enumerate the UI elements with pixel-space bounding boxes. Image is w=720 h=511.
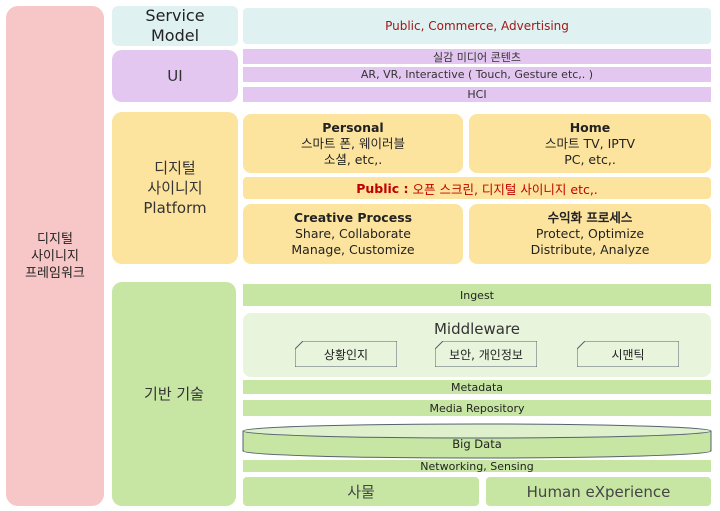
personal-line-1: 스마트 폰, 웨이러블 [301,135,405,151]
monetization-line-1: Protect, Optimize [535,226,645,241]
ui-row-media: 실감 미디어 콘텐츠 [243,49,711,64]
media-repository-text: Media Repository [429,401,525,415]
public-key: Public : [356,180,409,196]
big-data-text: Big Data [452,436,502,451]
base-tech-title: 기반 기술 [112,282,236,506]
personal-heading: Personal [322,119,384,135]
base-tech-title-text: 기반 기술 [144,385,204,403]
middleware-tab-shape-semantic [577,341,679,367]
home-box: Home 스마트 TV, IPTV PC, etc,. [469,114,711,173]
platform-title: 디지털 사이니지 Platform [112,112,238,264]
monetization-process-box: 수익화 프로세스 Protect, Optimize Distribute, A… [469,204,711,264]
framework-label: 디지털 사이니지 프레임워크 [6,6,104,506]
media-repository-row: Media Repository [243,400,711,416]
metadata-text: Metadata [450,380,504,394]
creative-process-box: Creative Process Share, Collaborate Mana… [243,204,463,264]
metadata-row: Metadata [243,380,711,394]
things-text: 사물 [347,483,375,501]
middleware-item-semantic-text: 시맨틱 [611,347,645,362]
home-line-2: PC, etc,. [564,151,616,167]
big-data-label: Big Data [243,435,711,452]
personal-line-2: 소셜, etc,. [323,151,383,167]
framework-label-line-3: 프레임워크 [25,265,85,281]
platform-title-line-1: 디지털 [154,159,196,177]
monetization-line-2: Distribute, Analyze [530,242,650,257]
service-model-box: Public, Commerce, Advertising [243,8,711,44]
monetization-heading: 수익화 프로세스 [547,210,633,225]
framework-label-line-2: 사이니지 [31,248,79,264]
service-model-title-line-2: Model [150,26,200,45]
platform-title-line-3: Platform [143,199,207,217]
middleware-tab-shape-security [435,341,537,367]
middleware-item-security: 보안, 개인정보 [435,341,537,367]
networking-text: Networking, Sensing [420,459,534,473]
middleware-tab-shape-context [295,341,397,367]
middleware-title: Middleware [243,319,711,339]
personal-box: Personal 스마트 폰, 웨이러블 소셜, etc,. [243,114,463,173]
middleware-title-text: Middleware [433,320,521,338]
ui-row-hci: HCI [243,87,711,102]
home-heading: Home [569,119,611,135]
big-data-cylinder [242,423,712,459]
creative-process-heading: Creative Process [293,210,413,225]
platform-title-line-2: 사이니지 [147,179,203,197]
human-experience-text: Human eXperience [526,482,671,501]
middleware-item-security-text: 보안, 개인정보 [449,347,523,362]
public-value: 오픈 스크린, 디지털 사이니지 etc,. [408,181,598,197]
ui-title-text: UI [167,67,183,85]
creative-process-line-2: Manage, Customize [291,242,415,257]
middleware-item-semantic: 시맨틱 [577,341,679,367]
ui-row-media-text: 실감 미디어 콘텐츠 [433,50,521,64]
ui-title: UI [112,50,238,102]
ui-row-hci-text: HCI [467,88,487,101]
networking-row: Networking, Sensing [243,459,711,473]
service-model-content: Public, Commerce, Advertising [385,19,569,33]
ingest-text: Ingest [459,288,494,302]
middleware-item-context: 상황인지 [295,341,397,367]
middleware-item-context-text: 상황인지 [323,347,369,362]
ui-row-interactive-text: AR, VR, Interactive ( Touch, Gesture etc… [360,68,594,81]
creative-process-line-1: Share, Collaborate [295,226,411,241]
public-row: Public : 오픈 스크린, 디지털 사이니지 etc,. [243,177,711,199]
service-model-title: Service Model [112,6,238,46]
human-experience-box: Human eXperience [486,477,711,506]
ingest-row: Ingest [243,284,711,306]
ui-row-interactive: AR, VR, Interactive ( Touch, Gesture etc… [243,67,711,82]
service-model-title-line-1: Service [145,6,205,25]
framework-label-line-1: 디지털 [37,231,73,247]
home-line-1: 스마트 TV, IPTV [544,135,636,151]
things-box: 사물 [243,477,479,506]
